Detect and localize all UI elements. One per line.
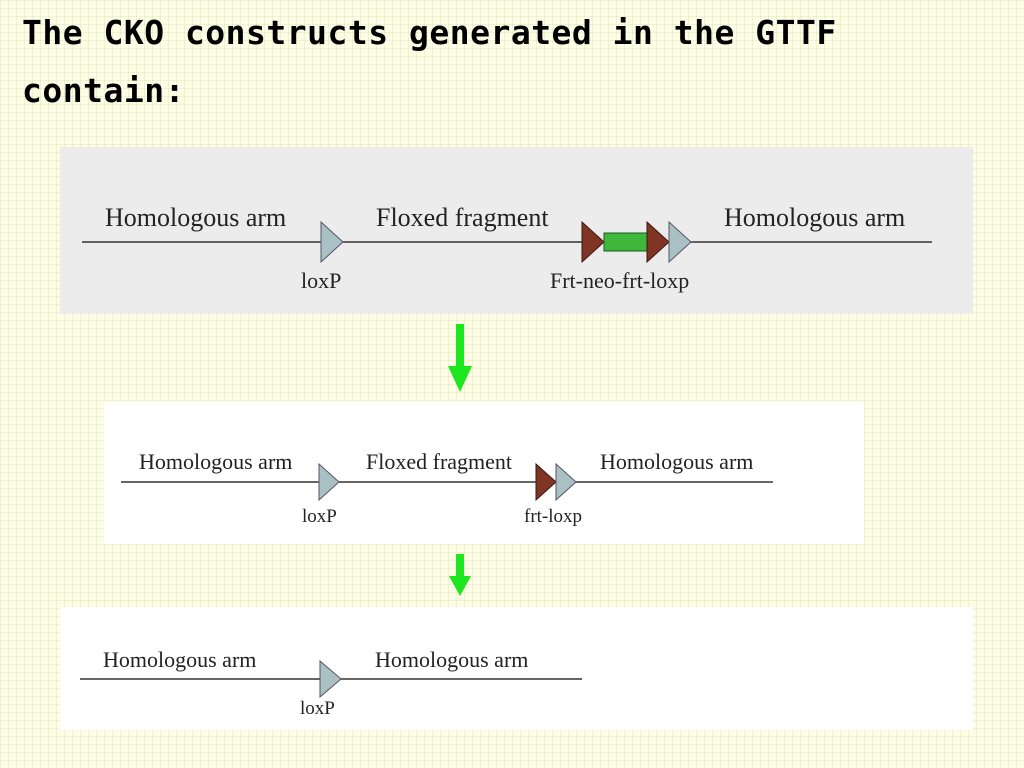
flow-arrow-down-1 [448, 324, 472, 392]
fragment-label: Floxed fragment [366, 449, 512, 474]
loxp-site-1 [319, 659, 342, 699]
loxp-site-1 [320, 220, 344, 264]
frt-site-1 [581, 220, 605, 264]
loxp-site-2 [555, 462, 577, 502]
loxp-site-2 [668, 220, 692, 264]
right-arm-label: Homologous arm [375, 647, 528, 672]
right-arm-label: Homologous arm [600, 449, 753, 474]
left-arm-label: Homologous arm [139, 449, 292, 474]
flow-arrow-down-2 [449, 554, 471, 596]
loxp-site-1 [318, 462, 340, 502]
cassette-label: Frt-neo-frt-loxp [550, 268, 689, 293]
right-arm-label: Homologous arm [724, 203, 905, 232]
construct-diagram-cre-excised: Homologous arm Homologous arm loxP [80, 647, 582, 719]
left-arm-label: Homologous arm [103, 647, 256, 672]
frt-site-2 [646, 220, 670, 264]
construct-panel-full: Homologous arm Floxed fragment Homologou… [60, 147, 973, 314]
fragment-label: Floxed fragment [376, 203, 549, 232]
loxp-label: loxP [301, 268, 341, 293]
construct-diagram-flp-excised: Homologous arm Floxed fragment Homologou… [121, 449, 773, 527]
slide-title: The CKO constructs generated in the GTTF… [22, 13, 837, 110]
loxp-label: loxP [300, 698, 335, 719]
construct-panel-flp-excised: Homologous arm Floxed fragment Homologou… [104, 402, 864, 544]
neo-cassette [603, 232, 648, 252]
construct-panel-cre-excised: Homologous arm Homologous arm loxP [60, 607, 973, 730]
cassette-label: frt-loxp [524, 506, 582, 527]
construct-diagram-full: Homologous arm Floxed fragment Homologou… [82, 203, 932, 293]
loxp-label: loxP [302, 506, 337, 527]
left-arm-label: Homologous arm [105, 203, 286, 232]
frt-site-1 [535, 462, 557, 502]
